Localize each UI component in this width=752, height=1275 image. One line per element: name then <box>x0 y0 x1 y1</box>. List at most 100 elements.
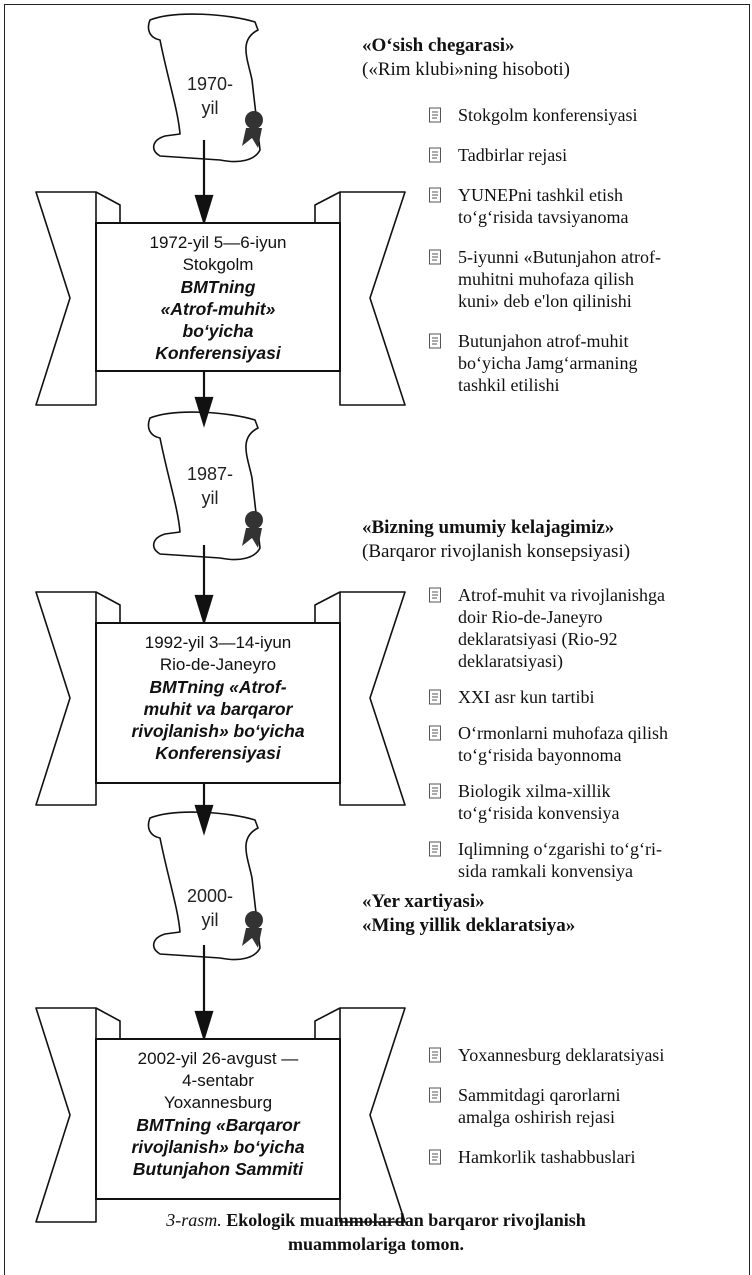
heading-normal: (Barqaror rivojlanish konsepsiyasi) <box>362 541 631 562</box>
scroll-year: 1970- <box>186 74 234 94</box>
scroll-1 <box>147 13 261 163</box>
heading-1: «O‘sish chegarasi» («Rim klubi»ning hiso… <box>362 34 570 82</box>
conference-title-line: rivojlanish» bo‘yicha <box>131 721 305 741</box>
conference-title-line: bo‘yicha <box>182 321 254 341</box>
document-icon <box>429 689 441 705</box>
scroll-2 <box>147 411 261 561</box>
ribbon-fold-left-3 <box>95 1007 121 1041</box>
heading-bold: «Yer xartiyasi» <box>362 891 485 912</box>
conference-date: 2002-yil 26-avgust — <box>137 1049 299 1068</box>
document-icon <box>429 783 441 799</box>
list-item-line: 5-iyunni «Butunjahon atrof- <box>458 247 661 267</box>
ribbon-fold-left-1 <box>95 191 121 225</box>
list-item: Tadbirlar rejasi <box>428 144 748 166</box>
scroll-1-label: 1970- yil <box>170 72 250 120</box>
heading-normal: («Rim klubi»ning hisoboti) <box>362 59 570 80</box>
conference-date: 1972-yil 5—6-iyun <box>149 233 287 252</box>
conference-title-line: muhit va barqaror <box>143 699 293 719</box>
list-item: Stokgolm konferensiyasi <box>428 104 748 126</box>
figure-frame <box>4 4 750 1275</box>
scroll-word: yil <box>201 488 219 508</box>
list-item: Hamkorlik tashabbuslari <box>428 1146 748 1168</box>
ribbon-fold-right-2 <box>314 591 341 625</box>
list-item-line: Hamkorlik tashabbuslari <box>458 1147 636 1167</box>
document-icon <box>429 1149 441 1165</box>
arrow-1-head <box>194 194 214 226</box>
conference-date: 1992-yil 3—14-iyun <box>144 633 292 652</box>
list-item-line: sida ramkali konvensiya <box>458 861 633 881</box>
conference-card-2002: 2002-yil 26-avgust — 4-sentabr Yoxannesb… <box>95 1038 341 1200</box>
list-item-line: YUNEPni tashkil etish <box>458 185 623 205</box>
document-icon <box>429 107 441 123</box>
figure-caption: 3-rasm. Ekologik muammolardan barqaror r… <box>0 1208 752 1256</box>
list-item-line: Yoxannesburg deklaratsiyasi <box>458 1045 665 1065</box>
list-item-line: to‘g‘risida tavsiyanoma <box>458 207 629 227</box>
scroll-3-label: 2000- yil <box>170 884 250 932</box>
ribbon-fold-right-1 <box>314 191 341 225</box>
conference-title-line: Butunjahon Sammiti <box>132 1159 304 1179</box>
conference-title-line: Konferensiyasi <box>155 743 281 763</box>
seal-2 <box>245 511 263 529</box>
arrow-5-head <box>194 1010 214 1042</box>
list-item-line: Sammitdagi qarorlarni <box>458 1085 621 1105</box>
list-item-line: kuni» deb e'lon qilinishi <box>458 291 632 311</box>
scroll-year: 1987- <box>186 464 234 484</box>
document-icon <box>429 1087 441 1103</box>
document-icon <box>429 187 441 203</box>
conference-title-line: BMTning «Atrof- <box>149 677 287 697</box>
list-item-line: to‘g‘risida bayonnoma <box>458 745 622 765</box>
ribbon-right-2 <box>339 591 406 806</box>
ribbon-fold-left-2 <box>95 591 121 625</box>
list-item-line: doir Rio-de-Janeyro <box>458 607 603 627</box>
list-item-line: to‘g‘risida konvensiya <box>458 803 620 823</box>
list-item-line: Biologik xilma-xillik <box>458 781 611 801</box>
conference-place: Rio-de-Janeyro <box>159 655 277 674</box>
scroll-word: yil <box>201 910 219 930</box>
heading-bold: «Bizning umumiy kelajagimiz» <box>362 517 615 538</box>
document-icon <box>429 333 441 349</box>
document-icon <box>429 841 441 857</box>
ribbon-left-1 <box>35 191 97 406</box>
list-item-line: tashkil etilishi <box>458 375 560 395</box>
ribbon-right-1 <box>339 191 406 406</box>
list-item-line: Iqlimning o‘zgarishi to‘g‘ri- <box>458 839 662 859</box>
conference-title-line: BMTning «Barqaror <box>136 1115 300 1135</box>
list-item-line: deklaratsiyasi) <box>458 651 563 671</box>
conference-place: Stokgolm <box>182 255 254 274</box>
document-icon <box>429 249 441 265</box>
conference-place: 4-sentabr <box>182 1071 254 1090</box>
list-item-line: deklaratsiyasi (Rio-92 <box>458 629 618 649</box>
seal-group <box>242 111 263 948</box>
list-item-line: muhitni muhofaza qilish <box>458 269 634 289</box>
list-item-line: Stokgolm konferensiyasi <box>458 105 638 125</box>
heading-bold: «O‘sish chegarasi» <box>362 35 515 56</box>
document-icon <box>429 1047 441 1063</box>
list-item-line: XXI asr kun tartibi <box>458 687 595 707</box>
caption-label: 3-rasm. <box>166 1210 222 1230</box>
document-icon <box>429 725 441 741</box>
conference-card-1992: 1992-yil 3—14-iyun Rio-de-Janeyro BMTnin… <box>95 622 341 784</box>
arrow-3-head <box>194 594 214 626</box>
list-item-line: amalga oshirish rejasi <box>458 1107 615 1127</box>
scroll-3 <box>147 811 261 961</box>
list-item: Iqlimning o‘zgarishi to‘g‘ri-sida ramkal… <box>428 838 748 882</box>
document-icon <box>429 587 441 603</box>
conference-title-line: BMTning <box>180 277 256 297</box>
list-item-line: bo‘yicha Jamg‘armaning <box>458 353 638 373</box>
caption-text-2: muammolariga tomon. <box>288 1234 464 1254</box>
list-item: 5-iyunni «Butunjahon atrof-muhitni muhof… <box>428 246 748 312</box>
arrow-4-head <box>194 804 214 836</box>
conference-title-line: rivojlanish» bo‘yicha <box>131 1137 305 1157</box>
seal-1 <box>245 111 263 129</box>
conference-title-line: Konferensiyasi <box>155 343 281 363</box>
caption-text: Ekologik muammolardan barqaror rivojlani… <box>226 1210 586 1230</box>
